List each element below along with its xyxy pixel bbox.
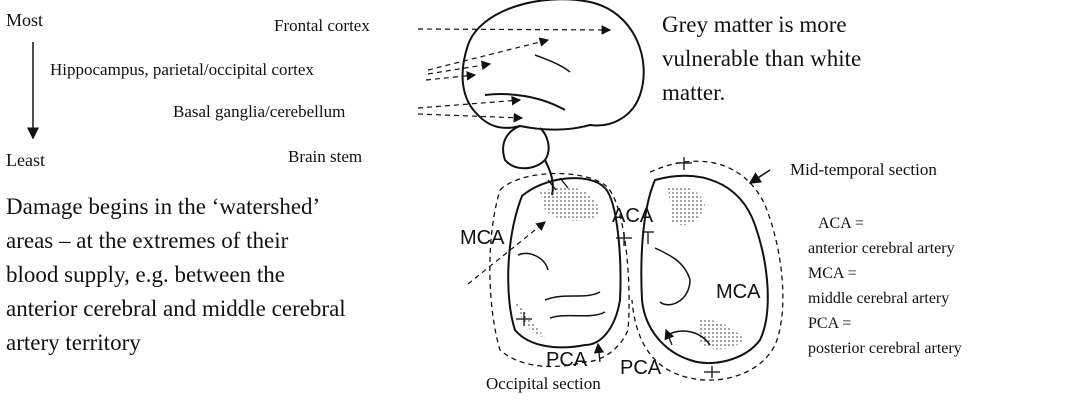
mid-temporal-section-label: Mid-temporal section [790,160,937,180]
pca-left-label: PCA [546,349,587,372]
aca-label: ACA [612,205,653,228]
legend-mca-full: middle cerebral artery [808,290,949,308]
watershed-note-line-5: artery territory [6,328,141,358]
watershed-note-line-3: blood supply, e.g. between the [6,260,285,290]
grey-matter-note-line-3: matter. [662,78,725,108]
mid-temporal-section [641,176,767,363]
mid-temporal-pointer [750,170,770,183]
occipital-section-label: Occipital section [486,374,601,394]
occipital-section [508,178,620,347]
pca-left-pointer [598,344,600,362]
basal-ganglia-label: Basal ganglia/cerebellum [173,102,345,122]
grey-matter-note-line-1: Grey matter is more [662,10,847,40]
legend-pca-abbr: PCA = [808,315,851,333]
frontal-cortex-label: Frontal cortex [274,16,370,36]
watershed-note-line-2: areas – at the extremes of their [6,226,288,256]
legend-aca-abbr: ACA = [818,215,864,233]
watershed-note-line-4: anterior cerebral and middle cerebral [6,294,346,324]
scale-least-label: Least [6,150,45,171]
hippocampus-label: Hippocampus, parietal/occipital cortex [50,60,314,80]
legend-pca-full: posterior cerebral artery [808,340,962,358]
scale-most-label: Most [6,10,43,31]
grey-matter-note-line-2: vulnerable than white [662,44,861,74]
legend-aca-full: anterior cerebral artery [808,240,955,258]
region-leaders [418,29,610,118]
pca-right-pointer [666,330,672,345]
pca-right-label: PCA [620,357,661,380]
brain-stem-label: Brain stem [288,147,362,167]
mca-left-label: MCA [460,227,504,250]
watershed-note-line-1: Damage begins in the ‘watershed’ [6,192,320,222]
legend-mca-abbr: MCA = [808,265,857,283]
mca-right-label: MCA [716,281,760,304]
